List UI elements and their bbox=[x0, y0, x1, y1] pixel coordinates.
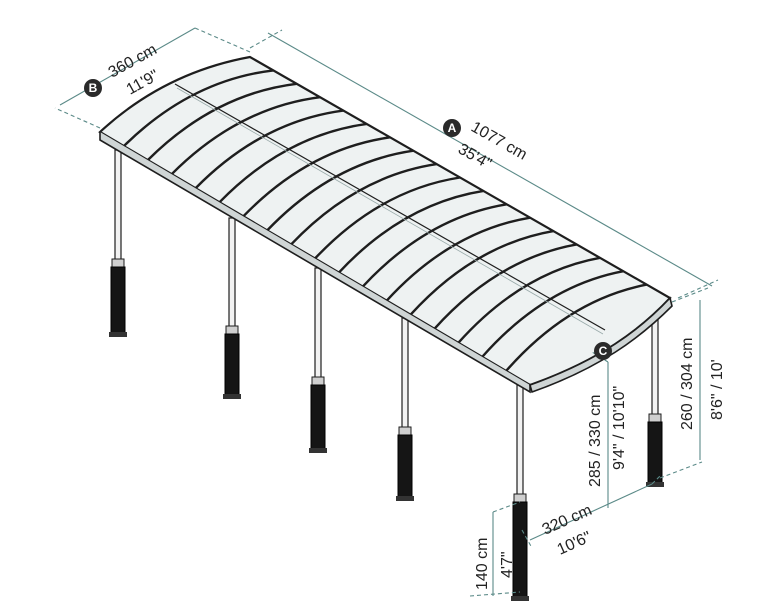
post-span-ext-left bbox=[521, 529, 533, 549]
side-height-ext-top bbox=[671, 287, 709, 303]
post-footing bbox=[224, 333, 240, 399]
roof-surface bbox=[98, 55, 672, 387]
footing-ext-top bbox=[492, 501, 521, 513]
length-dimension-line bbox=[267, 32, 713, 287]
roof-rib bbox=[338, 189, 484, 274]
roof-rib bbox=[409, 229, 554, 316]
post-base-plate bbox=[511, 596, 529, 601]
width-ext-front bbox=[54, 107, 101, 129]
post-collar bbox=[648, 413, 662, 423]
post bbox=[516, 384, 524, 501]
max-height-cm-label: 285 / 330 cm bbox=[587, 395, 604, 488]
post-span-line bbox=[529, 483, 653, 541]
roof-ridge-highlight bbox=[176, 87, 604, 335]
post-span-ext-right bbox=[651, 475, 661, 485]
marker-c-circle bbox=[594, 342, 612, 360]
marker-b-circle bbox=[84, 79, 102, 97]
max-height-ft-label: 9'4" / 10'10" bbox=[611, 386, 628, 470]
roof-rib bbox=[385, 216, 531, 302]
post-collar bbox=[513, 493, 527, 503]
roof-rib bbox=[433, 243, 577, 330]
length-ext-right bbox=[677, 279, 719, 299]
post-footing bbox=[110, 266, 126, 337]
post-collar bbox=[111, 258, 125, 268]
post bbox=[114, 149, 122, 266]
roof-rib bbox=[361, 203, 507, 288]
post-span-ft-label: 10'6" bbox=[555, 529, 594, 559]
marker-a-circle bbox=[443, 119, 461, 137]
post-footing bbox=[397, 434, 413, 501]
post-collar bbox=[311, 376, 325, 386]
roof-rib bbox=[481, 270, 624, 358]
post-base-plate bbox=[309, 448, 327, 453]
footing-cm-label: 140 cm bbox=[474, 538, 491, 590]
side-height-cm-label: 260 / 304 cm bbox=[679, 338, 696, 431]
post bbox=[228, 217, 236, 333]
post bbox=[401, 317, 409, 434]
post-base-plate bbox=[396, 496, 414, 501]
side-height-ext-bottom bbox=[659, 461, 703, 479]
post-collar bbox=[225, 325, 239, 335]
post-footing bbox=[310, 384, 326, 453]
roof-rib bbox=[123, 69, 274, 147]
dimension-lines bbox=[54, 27, 719, 597]
width-ext-back bbox=[194, 27, 251, 53]
roof-ridge bbox=[174, 83, 606, 331]
post bbox=[314, 267, 322, 384]
side-height-ft-label: 8'6" / 10' bbox=[709, 359, 726, 420]
length-ft-label: 35'4" bbox=[455, 141, 494, 173]
footing-ft-label: 4'7" bbox=[499, 551, 516, 578]
marker-b-label: B bbox=[89, 81, 98, 95]
footing-ext-bottom bbox=[469, 591, 521, 597]
marker-c-label: C bbox=[599, 344, 608, 358]
marker-a: A bbox=[443, 119, 461, 137]
width-dimension-line bbox=[59, 27, 196, 106]
roof-rib bbox=[505, 283, 647, 372]
posts-front-row bbox=[109, 149, 664, 601]
post-base-plate bbox=[223, 394, 241, 399]
roof-rib bbox=[457, 256, 601, 344]
post-base-plate bbox=[646, 482, 664, 487]
marker-c: C bbox=[594, 342, 612, 360]
roof-front-beam bbox=[99, 132, 531, 394]
marker-a-label: A bbox=[448, 121, 457, 135]
post-footing bbox=[512, 501, 528, 601]
roof-rib bbox=[314, 176, 461, 260]
roof-rib bbox=[146, 82, 297, 161]
length-ext-left bbox=[249, 29, 283, 49]
roof bbox=[98, 55, 673, 394]
marker-b: B bbox=[84, 79, 102, 97]
post-collar bbox=[398, 426, 412, 436]
post-base-plate bbox=[109, 332, 127, 337]
roof-end-arch bbox=[529, 296, 673, 394]
